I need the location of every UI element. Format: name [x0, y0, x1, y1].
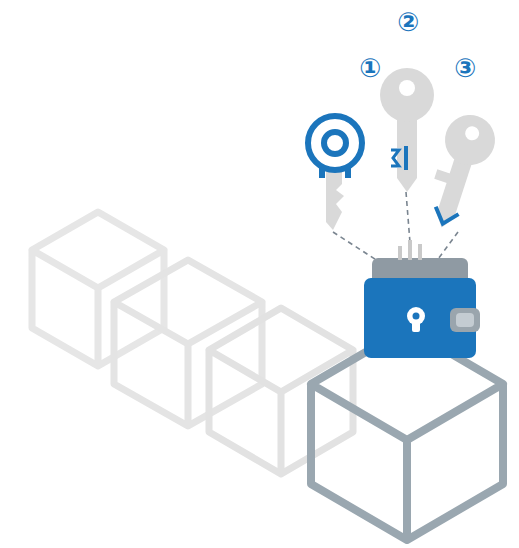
key-two	[380, 68, 434, 192]
callout-number: ③	[454, 55, 476, 81]
key-three	[418, 108, 502, 235]
wallet	[364, 240, 480, 358]
block-cube	[209, 308, 353, 474]
block-cube	[311, 328, 503, 540]
block-cube	[32, 212, 164, 366]
callout-number: ②	[397, 9, 419, 35]
key-one	[308, 116, 362, 230]
block-cubes	[32, 212, 503, 540]
callout-number: ①	[359, 55, 381, 81]
block-cube	[114, 260, 262, 426]
